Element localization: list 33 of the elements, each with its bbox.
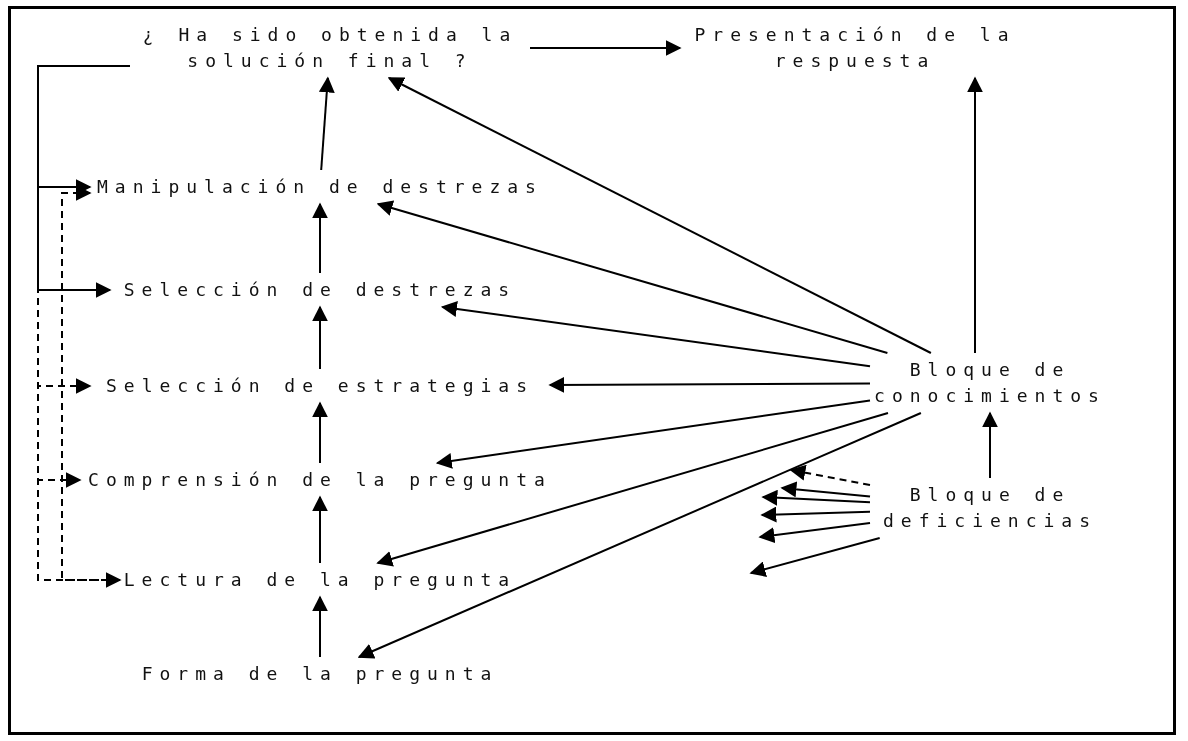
arrow — [312, 202, 328, 274]
arrow — [312, 401, 328, 464]
arrow — [789, 464, 871, 487]
arrow — [435, 399, 871, 469]
arrow — [312, 595, 328, 658]
flow-step-text: Bloque de deficiencias — [870, 478, 1110, 538]
flow-step-text: Bloque de conocimientos — [870, 353, 1110, 413]
arrow — [529, 40, 682, 56]
arrow — [376, 200, 889, 354]
flow-step-text: Comprensión de la pregunta — [80, 463, 560, 497]
arrow — [780, 481, 871, 498]
flow-step-text: Forma de la pregunta — [130, 657, 510, 691]
flow-step-text: Manipulación de destrezas — [90, 170, 550, 204]
arrow — [37, 65, 131, 588]
arrow — [357, 412, 922, 659]
arrow — [761, 489, 871, 506]
arrow — [312, 495, 328, 564]
arrow — [982, 411, 998, 479]
arrow — [376, 412, 889, 567]
arrow — [387, 77, 932, 354]
arrow — [548, 376, 871, 393]
arrow — [318, 76, 335, 171]
flow-step-text: Selección de destrezas — [110, 273, 530, 307]
arrow — [967, 76, 983, 354]
arrow — [312, 305, 328, 370]
arrow — [749, 537, 881, 577]
flow-step-text: Lectura de la pregunta — [120, 563, 520, 597]
arrow — [758, 522, 871, 544]
flow-step-text: Selección de estrategias — [90, 369, 550, 403]
flow-step-text: Presentación de la respuesta — [680, 18, 1030, 78]
arrow — [760, 506, 871, 523]
arrow — [440, 301, 871, 368]
flow-step-text: ¿ Ha sido obtenida la solución final ? — [130, 18, 530, 78]
